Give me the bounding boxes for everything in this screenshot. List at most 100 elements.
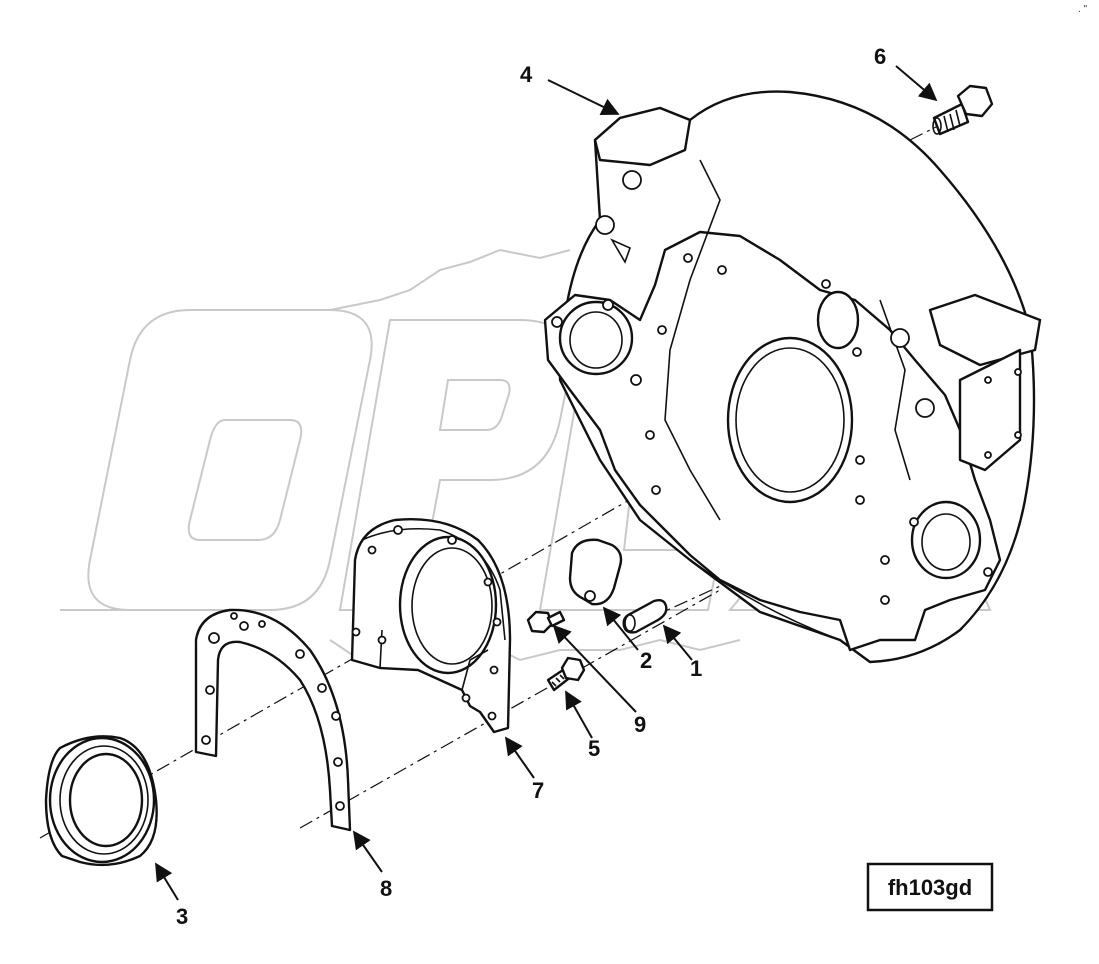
housing-hole [852,347,862,357]
leader-3 [155,862,179,901]
gasket-hole [208,632,220,644]
leader-8 [352,830,383,873]
housing-hole [602,299,614,311]
flywheel-housing [543,90,1042,664]
housing-starter-boss-right [910,500,982,580]
seal-housing-hole [393,525,403,535]
capscrew-small [526,610,566,634]
rear-crankshaft-seal [44,735,158,867]
leader-6 [895,65,938,102]
seal-housing-flange [361,527,506,641]
capscrew-5-head [560,656,586,682]
gasket-hole [317,683,327,693]
gasket-hole [331,711,341,721]
capscrew-small-head [526,610,554,634]
seal-housing-hole [489,665,499,675]
housing-hole [890,328,910,348]
housing-hole [984,451,992,459]
seal-housing-holes [351,525,502,721]
callout-5: 5 [588,736,600,761]
housing-hole [630,374,642,386]
capscrew-5-thread [551,674,565,687]
leader-4 [547,79,620,116]
gasket-hole [230,612,238,620]
cover-plate-body [568,538,623,606]
watermark-zigzag-top [329,248,571,311]
leader-1 [662,624,693,661]
figure-id-frame [866,862,994,912]
housing-hole [915,398,935,418]
capscrew-6-tip [932,117,942,135]
housing-starter-boss-left-inner [569,311,623,369]
housing-dowel-pocket [610,238,632,264]
figure-id-label: fh103gd [888,875,972,900]
gasket-hole [205,685,215,695]
housing-hole [880,595,890,605]
housing-hole [984,376,992,384]
gasket-hole [295,649,305,659]
seal-housing-hole [351,627,361,637]
housing-bore-inner-ring [735,347,845,493]
capscrew-5 [546,656,586,692]
housing-hole [595,215,615,235]
callout-7: 7 [532,778,544,803]
housing-hole [880,555,890,565]
housing-hole [1014,431,1022,439]
housing-top-pad [593,106,692,167]
housing-rim-edge [689,559,841,641]
housing-hole [645,430,655,440]
gasket-holes [201,612,345,811]
figure-id-box: fh103gd [866,862,994,912]
housing-hole [683,253,693,263]
callout-leaders [155,65,938,901]
dowel-pin [622,598,668,634]
gasket-hole [201,735,211,745]
callout-9: 9 [634,712,646,737]
housing-hole [1014,368,1022,376]
capscrew-6-head [956,84,994,118]
housing-hole [983,567,993,577]
seal-face-inner [59,745,149,855]
housing-hole [855,495,865,505]
gasket [194,608,352,832]
seal-housing-bore-lip [411,547,493,665]
capscrew-6-thread [943,109,961,133]
gasket-hole [333,757,343,767]
rear-seal-housing [350,518,512,734]
callout-2: 2 [640,648,652,673]
callout-4: 4 [520,62,533,87]
housing-hole [651,485,661,495]
housing-starter-boss-right-inner [921,513,971,571]
seal-housing-hole [483,577,493,587]
gasket-hole [335,801,345,811]
gasket-hole [239,621,249,631]
housing-hole [657,325,667,335]
housing-hole [551,316,563,328]
capscrew-6 [932,84,994,136]
housing-hole [821,279,831,289]
callout-3: 3 [176,904,188,929]
housing-hole [622,170,642,190]
seal-housing-hole [377,635,387,645]
housing-crankshaft-bore [726,336,854,504]
callout-labels: 1 2 3 4 5 6 7 8 9 [176,44,886,929]
housing-right-pad [928,293,1042,367]
leader-2 [602,606,639,651]
housing-right-rib [958,348,1022,472]
cover-plate-hole [584,590,596,602]
housing-side-bore [816,290,860,350]
corner-mark: . " [1078,4,1088,15]
leader-9 [552,624,637,713]
housing-rib-left [664,159,721,521]
cover-plate [568,538,623,606]
housing-bolt-holes [551,170,1022,605]
callout-8: 8 [380,876,392,901]
seal-bore [68,752,144,848]
housing-hole [717,265,727,275]
seal-housing-hole [367,545,377,555]
gasket-body [194,608,352,832]
seal-housing-hole [447,535,457,545]
gasket-hole [258,620,266,628]
leader-7 [504,736,535,779]
